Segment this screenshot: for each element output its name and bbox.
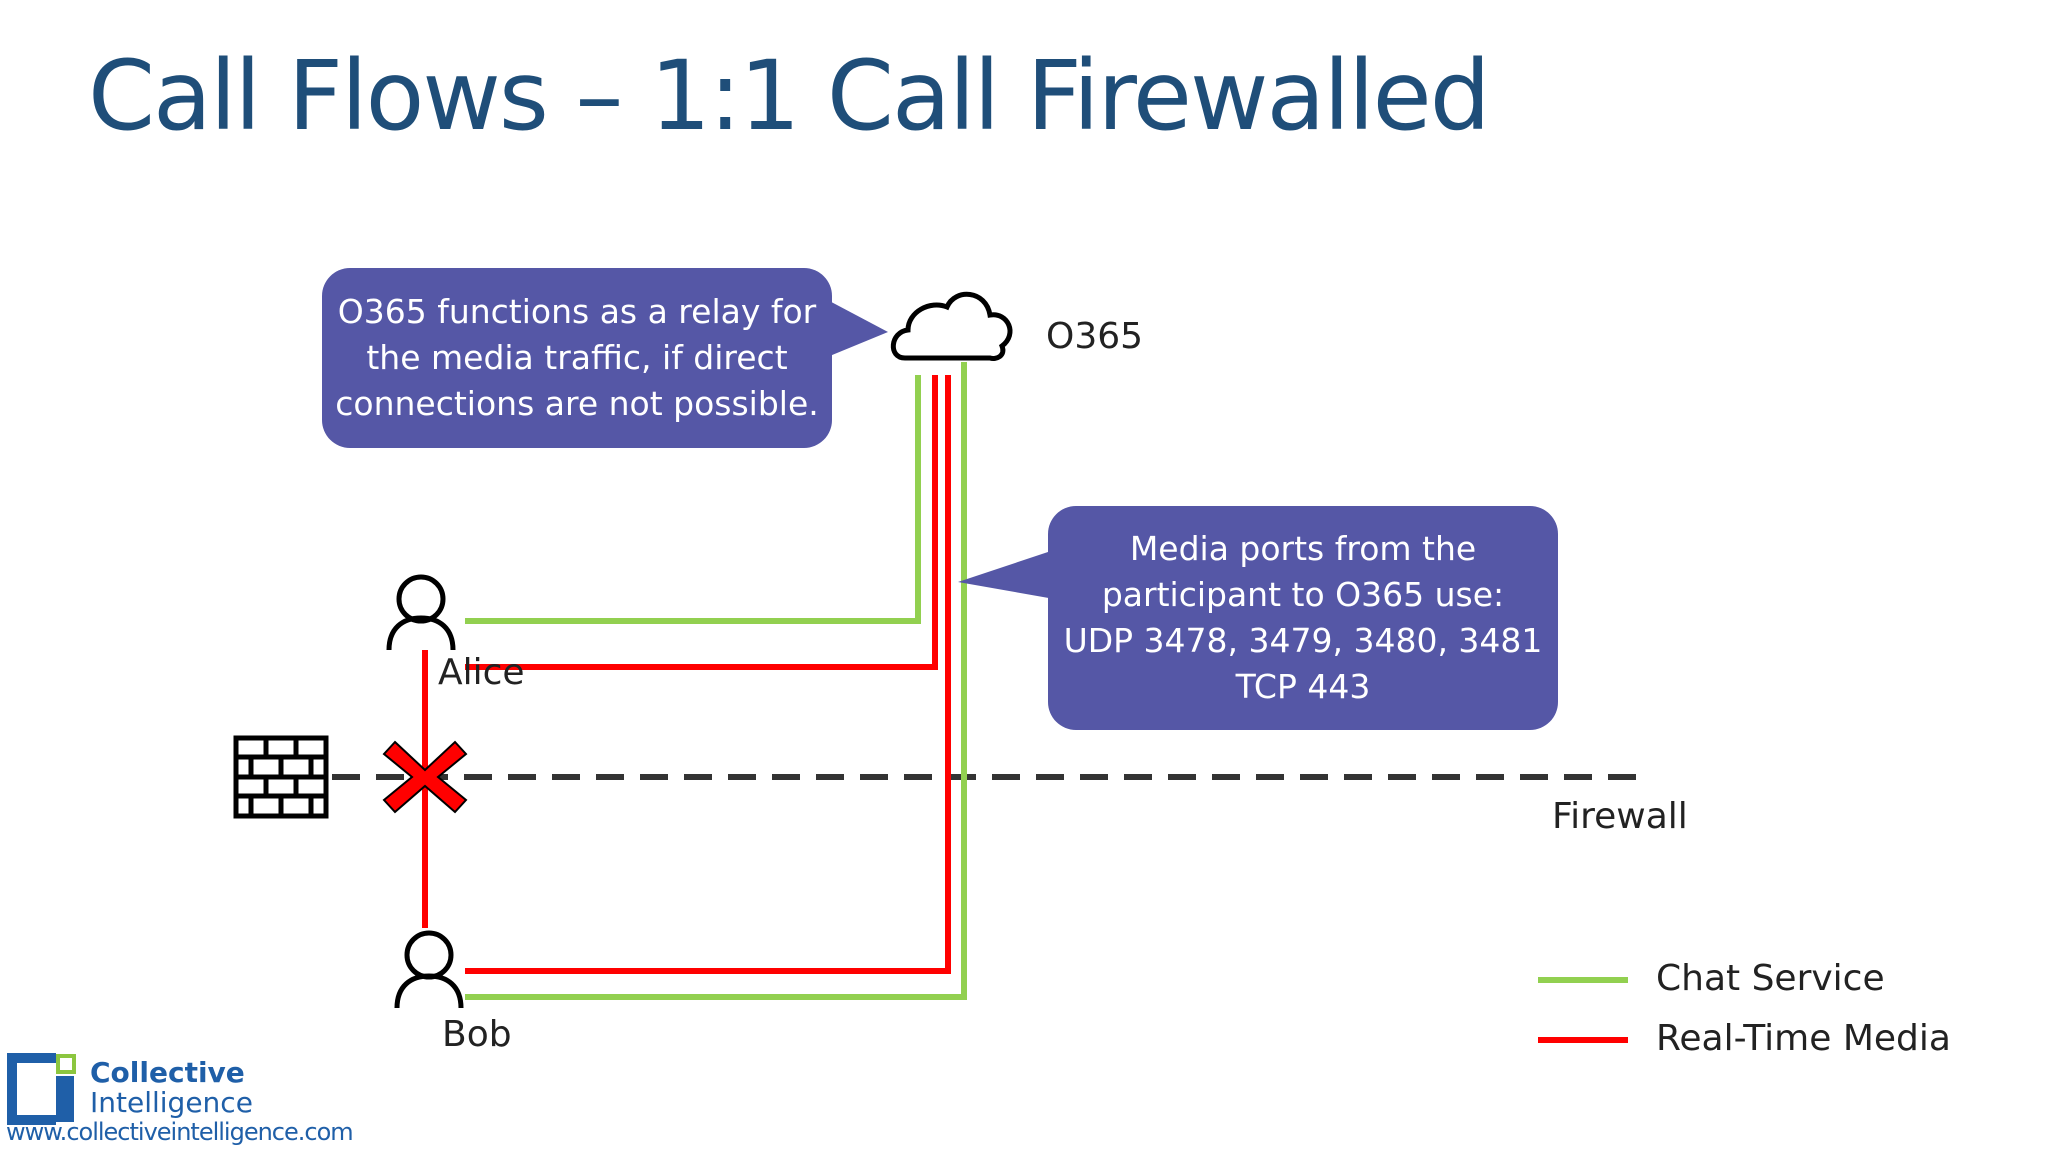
alice-user-icon [386,574,456,651]
logo-url: www.collectiveintelligence.com [6,1118,354,1146]
collective-intelligence-logo-mark [7,1053,76,1125]
relay-callout: O365 functions as a relay for the media … [322,268,832,448]
relay-callout-line: the media traffic, if direct [366,338,788,377]
logo-line2: Intelligence [90,1086,253,1119]
ports-callout-pointer [958,548,1060,600]
ports-callout-line: UDP 3478, 3479, 3480, 3481 [1063,621,1543,660]
slide-title: Call Flows – 1:1 Call Firewalled [88,40,1491,152]
blocked-x-icon [382,740,468,814]
firewall-label: Firewall [1552,796,1688,837]
alice-chat-path [465,375,921,624]
legend-chat-label: Chat Service [1656,958,1885,999]
ports-callout-line: TCP 443 [1235,667,1371,706]
bob-label: Bob [442,1014,512,1055]
ports-callout-line: participant to O365 use: [1101,575,1505,614]
bob-user-icon [394,930,464,1009]
alice-label: Alice [438,652,525,693]
ports-callout-line: Media ports from the [1129,529,1477,568]
o365-label: O365 [1046,316,1144,357]
relay-callout-line: O365 functions as a relay for [337,292,817,331]
cloud-icon [890,291,1013,361]
relay-callout-line: connections are not possible. [335,384,819,423]
bob-chat-path [465,362,967,1000]
legend-media-label: Real-Time Media [1656,1018,1951,1059]
alice-media-path [465,375,938,670]
firewall-brick-icon [233,735,329,819]
bob-media-path [465,375,951,974]
logo-line1: Collective [90,1056,245,1089]
ports-callout: Media ports from the participant to O365… [1048,506,1558,730]
relay-callout-pointer [820,296,888,360]
